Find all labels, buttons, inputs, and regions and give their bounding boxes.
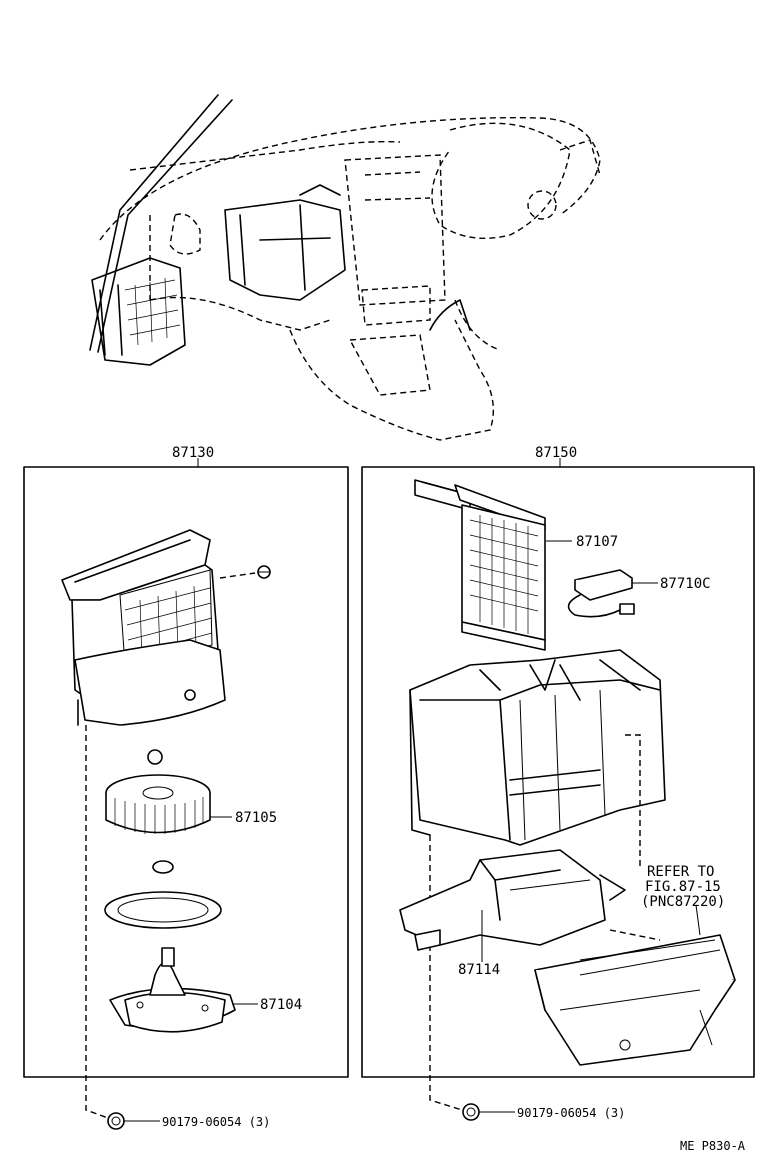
heater-assy-frame — [361, 466, 755, 1078]
heater-core — [414, 479, 546, 651]
part-label-heater-core: 87107 — [576, 534, 618, 550]
screw-bottom-left-icon — [107, 1112, 125, 1130]
part-label-screw-left: 90179-06054 (3) — [162, 1115, 270, 1129]
blower-housing — [61, 529, 226, 726]
part-label-screw-right: 90179-06054 (3) — [517, 1106, 625, 1120]
part-label-connector: 87710C — [660, 576, 711, 592]
group-label-87130: 87130 — [172, 445, 214, 461]
blower-fan — [105, 774, 211, 834]
part-label-blower-fan: 87105 — [235, 810, 277, 826]
gasket — [104, 891, 222, 929]
connector-part — [567, 569, 635, 618]
washer — [152, 860, 174, 874]
screw-icon — [257, 565, 271, 579]
lower-case — [399, 849, 626, 951]
footer-code: ME P830-A — [680, 1139, 746, 1153]
dashboard-overview — [89, 94, 601, 441]
screw-bottom-right-icon — [462, 1103, 480, 1121]
part-label-heater-case: 87114 — [458, 962, 500, 978]
refer-line-1: REFER TO — [647, 864, 714, 880]
group-label-87150: 87150 — [535, 445, 577, 461]
evaporator-housing — [534, 934, 736, 1066]
fan-nut — [147, 749, 163, 765]
heater-case — [409, 649, 666, 846]
part-label-blower-motor: 87104 — [260, 997, 302, 1013]
blower-assy-frame — [23, 466, 349, 1078]
refer-line-3: (PNC87220) — [641, 894, 725, 910]
blower-motor — [109, 947, 236, 1033]
refer-line-2: FIG.87-15 — [645, 879, 721, 895]
